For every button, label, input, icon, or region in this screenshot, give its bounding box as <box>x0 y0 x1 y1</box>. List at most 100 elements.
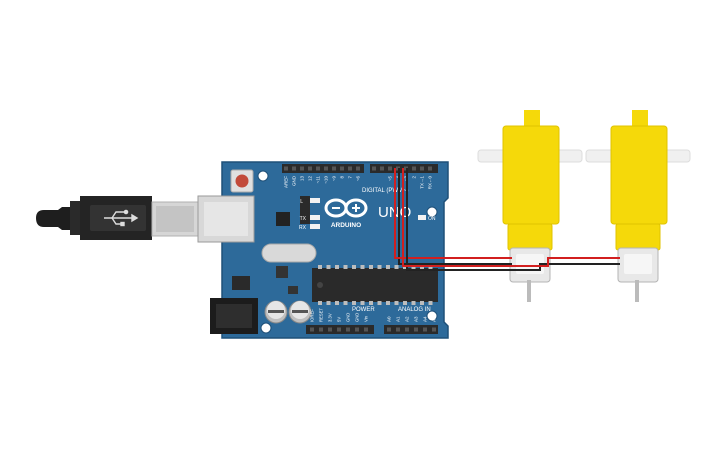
power-pin-label: GND <box>355 313 360 322</box>
dc-barrel-jack-face <box>216 304 252 328</box>
reset-button[interactable] <box>235 174 249 188</box>
motor-2-gear-shaft <box>632 110 648 130</box>
digital-pin-hole[interactable] <box>316 166 320 171</box>
analog-pin-hole[interactable] <box>387 327 391 332</box>
chip-leg <box>394 265 399 269</box>
usb-b-jack-face <box>204 202 248 236</box>
analog-pin-hole[interactable] <box>414 327 418 332</box>
led-l-label: L <box>300 199 303 205</box>
dc-motor-2[interactable] <box>585 110 691 302</box>
capacitor <box>288 300 312 324</box>
chip-leg <box>360 265 365 269</box>
ic-small <box>276 212 290 226</box>
digital-pin-label: 2 <box>412 176 417 179</box>
digital-pin-hole[interactable] <box>428 166 432 171</box>
analog-pin-hole[interactable] <box>405 327 409 332</box>
analog-pin-hole[interactable] <box>432 327 436 332</box>
digital-pin-label: RX←0 <box>428 176 433 190</box>
power-pin-hole[interactable] <box>319 327 323 332</box>
digital-pin-label: GND <box>292 175 297 186</box>
analog-pin-label: A5 <box>432 316 437 322</box>
mounting-hole <box>257 170 269 182</box>
motor-1-gear-shaft <box>524 110 540 130</box>
digital-pin-hole[interactable] <box>340 166 344 171</box>
chip-leg <box>352 301 356 305</box>
digital-pin-label: 13 <box>300 176 305 182</box>
chip-leg <box>343 265 348 269</box>
icsp-header <box>300 196 310 224</box>
digital-pin-hole[interactable] <box>372 166 376 171</box>
digital-pin-hole[interactable] <box>284 166 288 171</box>
power-pin-hole[interactable] <box>346 327 350 332</box>
chip-leg <box>326 301 331 305</box>
digital-pin-hole[interactable] <box>420 166 424 171</box>
chip-leg <box>386 265 390 269</box>
wire-motor-2-negative[interactable] <box>406 168 620 271</box>
digital-pin-hole[interactable] <box>300 166 304 171</box>
digital-pin-hole[interactable] <box>380 166 384 171</box>
power-pin-hole[interactable] <box>328 327 332 332</box>
digital-pin-hole[interactable] <box>388 166 392 171</box>
arduino-infinity-logo-icon <box>324 198 368 218</box>
transistor <box>276 266 288 278</box>
digital-pin-hole[interactable] <box>308 166 312 171</box>
power-pin-hole[interactable] <box>337 327 341 332</box>
voltage-regulator <box>232 276 250 290</box>
arduino-brand-label: ARDUINO <box>331 222 361 229</box>
digital-pin-hole[interactable] <box>292 166 296 171</box>
digital-pin-label: ~10 <box>324 176 329 184</box>
digital-pin-label: TX→1 <box>420 176 425 189</box>
power-pin-hole[interactable] <box>355 327 359 332</box>
resistor-smd <box>288 286 298 294</box>
dc-motor-1[interactable] <box>477 110 583 302</box>
digital-pin-hole[interactable] <box>356 166 360 171</box>
usb-cable[interactable] <box>36 196 199 240</box>
digital-header-label: DIGITAL (PWM~) <box>362 188 409 194</box>
digital-pin-hole[interactable] <box>324 166 328 171</box>
chip-leg <box>369 301 373 305</box>
motor-1-shaft <box>527 280 531 302</box>
chip-leg <box>403 301 407 305</box>
chip-leg <box>394 301 399 305</box>
atmega-chip <box>312 265 438 305</box>
analog-pin-label: A3 <box>414 316 419 322</box>
motor-1-gearbox <box>502 125 560 225</box>
power-pin-label: IOREF <box>310 309 315 322</box>
digital-pin-hole[interactable] <box>348 166 352 171</box>
analog-pin-hole[interactable] <box>396 327 400 332</box>
motor-2-can-face <box>624 254 652 274</box>
mounting-hole <box>426 310 438 322</box>
digital-pin-label: 7 <box>348 176 353 179</box>
chip-leg <box>377 265 382 269</box>
analog-pin-hole[interactable] <box>423 327 427 332</box>
led-rx-indicator: RX <box>299 224 320 231</box>
wires[interactable] <box>394 168 620 271</box>
chip-leg <box>411 301 416 305</box>
digital-pin-hole[interactable] <box>412 166 416 171</box>
chip-leg <box>360 301 365 305</box>
chip-leg <box>318 301 322 305</box>
digital-pin-label: ~9 <box>332 176 337 182</box>
mounting-hole <box>260 322 272 334</box>
digital-pin-hole[interactable] <box>332 166 336 171</box>
chip-leg <box>386 301 390 305</box>
power-pin-hole[interactable] <box>364 327 368 332</box>
wire-motor-2-positive[interactable] <box>402 168 620 267</box>
power-pin-hole[interactable] <box>310 327 314 332</box>
digital-pin-label: 8 <box>340 176 345 179</box>
chip-leg <box>377 301 382 305</box>
wire-motor-1-negative[interactable] <box>398 168 512 265</box>
led-tx-indicator: TX <box>300 215 320 222</box>
power-pin-label: RESET <box>319 308 324 322</box>
power-header-label: POWER <box>352 307 375 313</box>
digital-pin-label: AREF <box>284 176 289 188</box>
mounting-hole <box>426 206 438 218</box>
capacitor <box>264 300 288 324</box>
motor-2-neck <box>615 223 661 251</box>
wire-motor-1-positive[interactable] <box>394 168 512 259</box>
